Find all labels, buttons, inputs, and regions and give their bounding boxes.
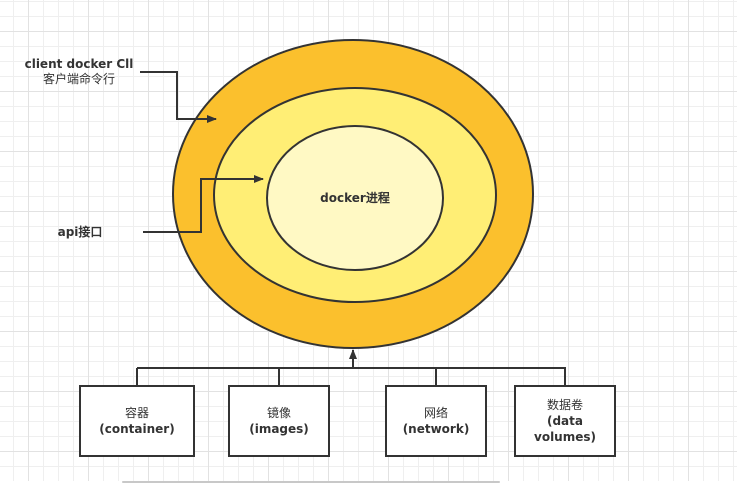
component-en: (container): [99, 422, 175, 436]
component-en: (network): [402, 422, 470, 436]
component-box-container[interactable]: [79, 385, 195, 457]
component-name: 镜像: [266, 406, 291, 420]
horizontal-scrollbar[interactable]: [122, 481, 500, 483]
client-connector-arrow: [140, 71, 217, 123]
api-connector-arrow: [143, 175, 264, 233]
inner-core-docker-process[interactable]: [266, 125, 444, 271]
component-box-network[interactable]: [385, 385, 487, 457]
component-text-network: 网络 (network): [386, 386, 486, 456]
api-label: api接口: [57, 225, 103, 239]
component-en: (images): [249, 422, 309, 436]
client-cli-label-en: client docker Cll: [24, 57, 134, 71]
component-en-2: volumes): [534, 430, 596, 444]
docker-process-label: docker进程: [320, 191, 390, 205]
client-cli-label-zh: 客户端命令行: [42, 72, 115, 86]
component-name: 容器: [124, 406, 149, 420]
component-box-images[interactable]: [228, 385, 330, 457]
component-text-container: 容器 (container): [80, 386, 194, 456]
component-text-volumes: 数据卷 (data volumes): [515, 386, 615, 456]
component-text-images: 镜像 (images): [229, 386, 329, 456]
component-name: 网络: [423, 406, 448, 420]
component-en: (data: [546, 414, 583, 428]
client-cli-label: client docker Cll 客户端命令行: [14, 57, 144, 87]
component-name: 数据卷: [546, 398, 583, 412]
component-box-volumes[interactable]: [514, 385, 616, 457]
